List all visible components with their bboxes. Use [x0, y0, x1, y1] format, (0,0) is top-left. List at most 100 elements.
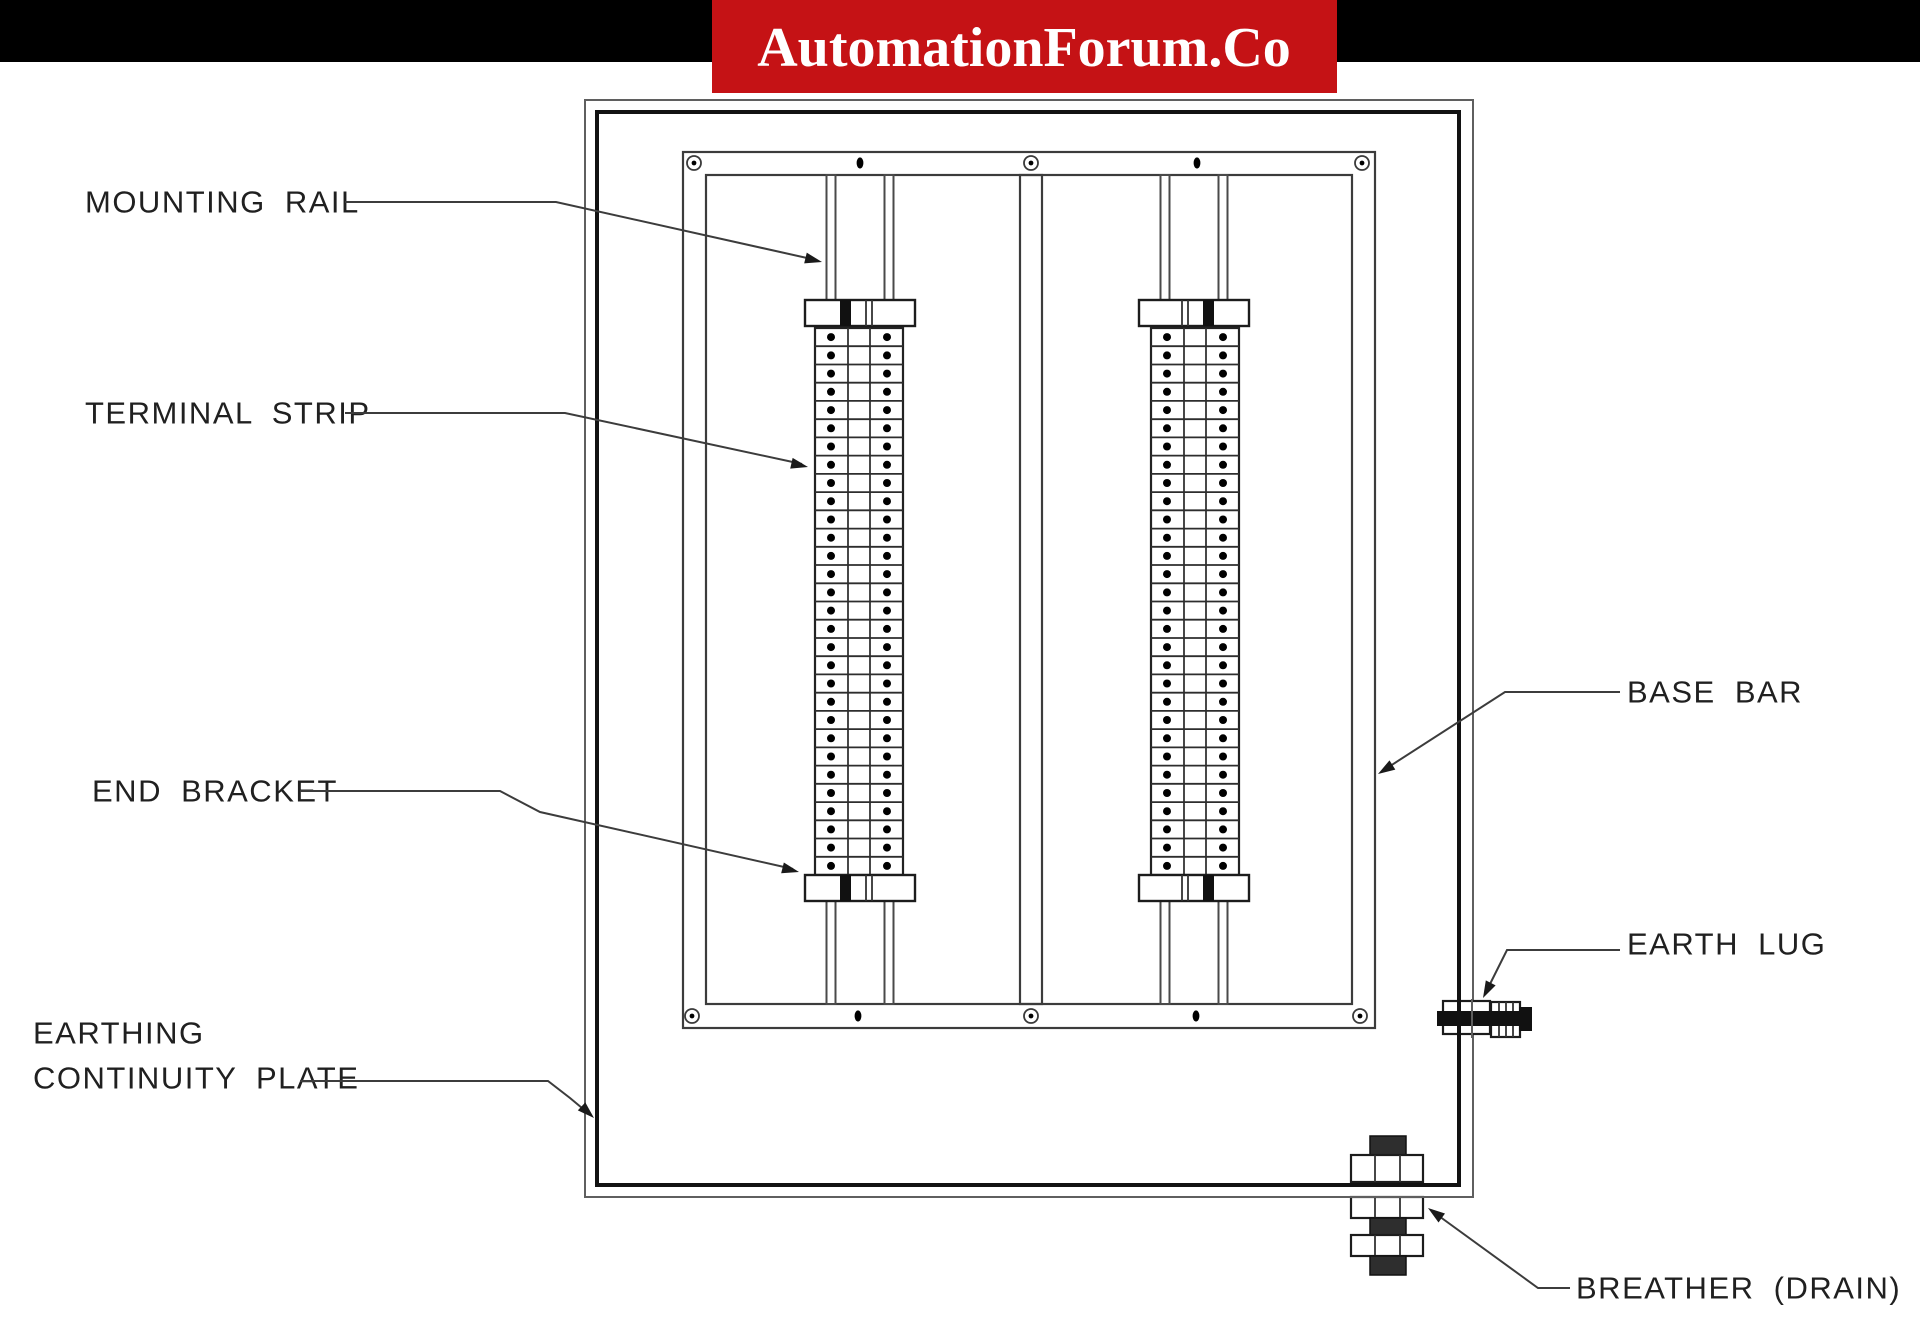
terminal-screw-dot	[883, 843, 891, 852]
earthing-continuity-plate-wall	[595, 110, 1461, 1187]
rivet-icon	[1193, 157, 1201, 169]
screw-icon	[684, 1008, 700, 1024]
screw-icon	[686, 155, 702, 171]
callout-base-bar: BASE BAR	[1378, 675, 1802, 774]
terminal-screw-dot	[827, 825, 835, 834]
terminal-screw-dot	[827, 460, 835, 469]
breather-top-plug	[1369, 1135, 1407, 1156]
callout-earth-lug: EARTH LUG	[1483, 927, 1825, 998]
terminal-screw-dot	[827, 333, 835, 342]
mounting-rail	[883, 174, 895, 302]
terminal-screw-dot	[827, 679, 835, 688]
earth-lug-leader-line	[1485, 949, 1620, 993]
terminal-screw-dot	[883, 606, 891, 615]
terminal-screw-dot	[827, 843, 835, 852]
terminal-screw-dot	[883, 551, 891, 560]
breather-nut	[1349, 1153, 1425, 1184]
terminal-screw-dot	[883, 387, 891, 396]
terminal-screw-dot	[827, 606, 835, 615]
rivet-icon	[856, 157, 864, 169]
terminal-screw-dot	[883, 789, 891, 797]
rivet-icon	[854, 1010, 862, 1022]
terminal-screw-dot	[827, 697, 835, 706]
base-bar-arrowhead	[1378, 760, 1396, 774]
base-bar-leader-line	[1383, 691, 1620, 771]
mounting-rail-arrowhead	[804, 252, 822, 264]
callout-terminal-strip: TERMINAL STRIP	[85, 396, 808, 469]
base-bar-outer-edge	[681, 150, 1377, 1030]
terminal-screw-dot	[883, 570, 891, 579]
terminal-screw-dot	[827, 752, 835, 761]
screw-icon	[1352, 1008, 1368, 1024]
terminal-screw-dot	[827, 351, 835, 360]
callout-end-bracket: END BRACKET	[92, 774, 799, 874]
breather-nut	[1349, 1233, 1425, 1258]
header-banner: AutomationForum.Co	[0, 0, 1920, 93]
terminal-strip-assembly-right	[1137, 173, 1251, 1006]
terminal-screw-dot	[883, 734, 891, 743]
mounting-rail-leader-line	[345, 201, 817, 261]
terminal-screw-dot	[827, 479, 835, 487]
base-bar-center-upright	[1018, 173, 1044, 1006]
terminal-screw-dot	[827, 716, 835, 724]
mounting-rail	[883, 900, 895, 1005]
terminal-screw-dot	[883, 406, 891, 415]
terminal-strip-arrowhead	[790, 457, 808, 469]
terminal-screw-dot	[827, 387, 835, 396]
earthing-arrowhead	[577, 1102, 594, 1118]
earth-lug-arrowhead	[1483, 980, 1496, 998]
terminal-screw-dot	[883, 497, 891, 506]
terminal-screw-dot	[883, 460, 891, 469]
terminal-screw-dot	[827, 515, 835, 524]
terminal-screw-dot	[883, 807, 891, 816]
end-bracket-leader-line	[300, 790, 794, 870]
rivet-icon	[1192, 1010, 1200, 1022]
callout-earthing-continuity-plate: EARTHING CONTINUITY PLATE	[33, 1016, 594, 1118]
enclosure-outer-wall	[584, 99, 1474, 1198]
breather-nut	[1349, 1195, 1425, 1220]
terminal-screw-dot	[883, 424, 891, 433]
end-bracket-bottom	[803, 873, 917, 903]
screw-icon	[1023, 155, 1039, 171]
terminal-screw-dot	[883, 624, 891, 633]
terminal-screw-dot	[827, 770, 835, 779]
end-bracket-top	[803, 298, 917, 328]
banner-title: AutomationForum.Co	[757, 17, 1291, 79]
terminal-screw-dot	[883, 351, 891, 360]
terminal-screw-dot	[827, 661, 835, 670]
terminal-screw-dot	[883, 369, 891, 378]
terminal-screw-dot	[827, 789, 835, 797]
terminal-screw-dot	[883, 643, 891, 652]
terminal-screw-dot	[883, 861, 891, 870]
terminal-screw-dot	[827, 624, 835, 633]
mounting-rail	[825, 900, 837, 1005]
terminal-screw-dot	[827, 424, 835, 433]
enclosure	[584, 99, 1474, 1198]
mounting-rail	[825, 174, 837, 302]
terminal-screw-dot	[883, 533, 891, 542]
earth-lug	[1437, 999, 1532, 1039]
terminal-screw-dot	[883, 716, 891, 724]
fixing-screws	[684, 155, 1370, 1024]
callout-mounting-rail: MOUNTING RAIL	[85, 185, 822, 264]
base-bar-frame	[681, 150, 1377, 1030]
breather-arrowhead	[1428, 1208, 1445, 1223]
terminal-screw-dot	[827, 734, 835, 743]
terminal-strip-leader-line	[345, 412, 803, 465]
terminal-strip-label: TERMINAL STRIP	[85, 396, 371, 431]
breather-label: BREATHER (DRAIN)	[1576, 1271, 1901, 1306]
terminal-screw-dot	[827, 807, 835, 816]
end-bracket-arrowhead	[781, 862, 799, 874]
terminal-screw-dot	[883, 588, 891, 597]
terminal-screw-dot	[883, 697, 891, 706]
terminal-screw-dot	[883, 679, 891, 688]
callouts: MOUNTING RAIL TERMINAL STRIP END BRACKET…	[33, 185, 1901, 1306]
mounting-rail-label: MOUNTING RAIL	[85, 185, 360, 220]
banner-background	[712, 0, 1337, 93]
base-bar-inner-edge	[704, 173, 1354, 1006]
terminal-screw-dot	[827, 570, 835, 579]
terminal-screw-dot	[827, 442, 835, 451]
breather-drain	[1340, 1135, 1436, 1276]
